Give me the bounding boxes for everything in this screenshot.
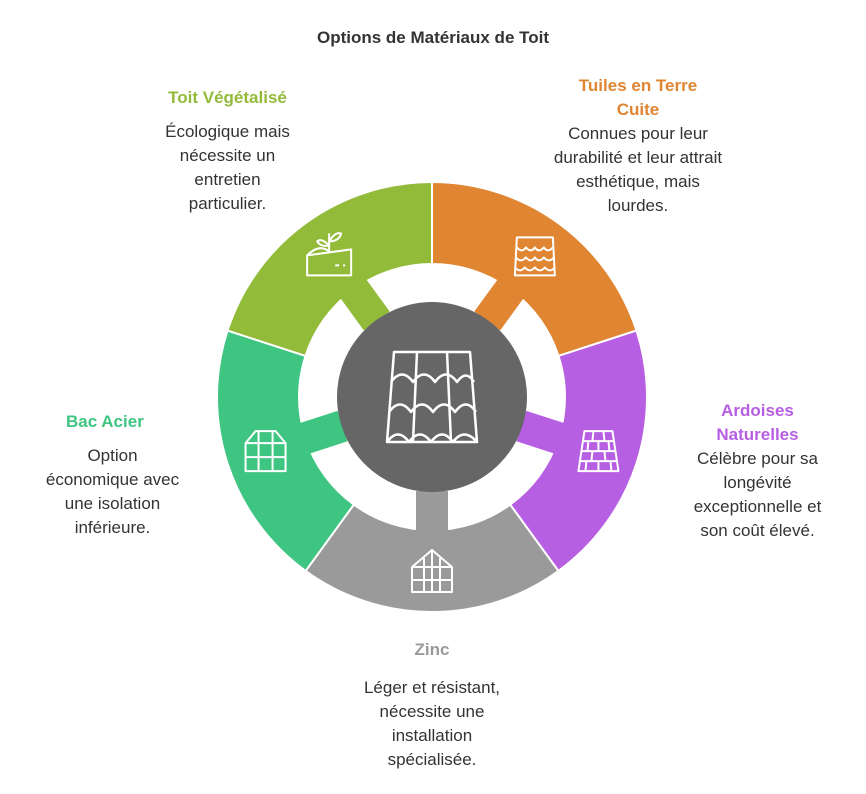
center-circle	[337, 302, 527, 492]
segment-desc: Option économique avec une isolation inf…	[45, 446, 180, 537]
segment-title: Toit Végétalisé	[168, 88, 287, 107]
segment-desc: Léger et résistant, nécessite une instal…	[363, 678, 501, 769]
segment-desc: Célèbre pour sa longévité exceptionnelle…	[693, 449, 822, 540]
label-ardoises: Ardoises Naturelles Célèbre pour sa long…	[680, 399, 835, 543]
segment-2	[508, 329, 648, 573]
clay-tiles-icon	[513, 236, 556, 277]
segment-5	[226, 180, 433, 358]
segment-title: Zinc	[414, 640, 450, 659]
green-roof-icon	[306, 232, 353, 277]
label-bac-acier: Bac Acier Option économique avec une iso…	[40, 410, 185, 540]
label-toit-vegetalise: Toit Végétalisé Écologique mais nécessit…	[140, 86, 315, 216]
segment-connector	[337, 275, 390, 331]
slate-icon	[577, 430, 620, 473]
segment-connector	[516, 410, 569, 455]
diagram-title: Options de Matériaux de Toit	[316, 28, 550, 47]
segment-connector	[295, 410, 348, 455]
segment-title: Bac Acier	[66, 412, 144, 431]
segment-connector	[416, 491, 448, 535]
segment-title: Tuiles en Terre Cuite	[578, 76, 698, 119]
label-zinc: Zinc Léger et résistant, nécessite une i…	[342, 638, 522, 772]
greenhouse-icon	[411, 549, 453, 593]
steel-frame-icon	[244, 430, 287, 473]
segment-desc: Connues pour leur durabilité et leur att…	[553, 124, 723, 215]
roof-tiles-icon	[385, 350, 479, 444]
label-tuiles: Tuiles en Terre Cuite Connues pour leur …	[548, 74, 728, 218]
segment-title: Ardoises Naturelles	[716, 401, 799, 444]
segment-desc: Écologique mais nécessite un entretien p…	[165, 122, 290, 213]
segment-connector	[474, 275, 527, 331]
